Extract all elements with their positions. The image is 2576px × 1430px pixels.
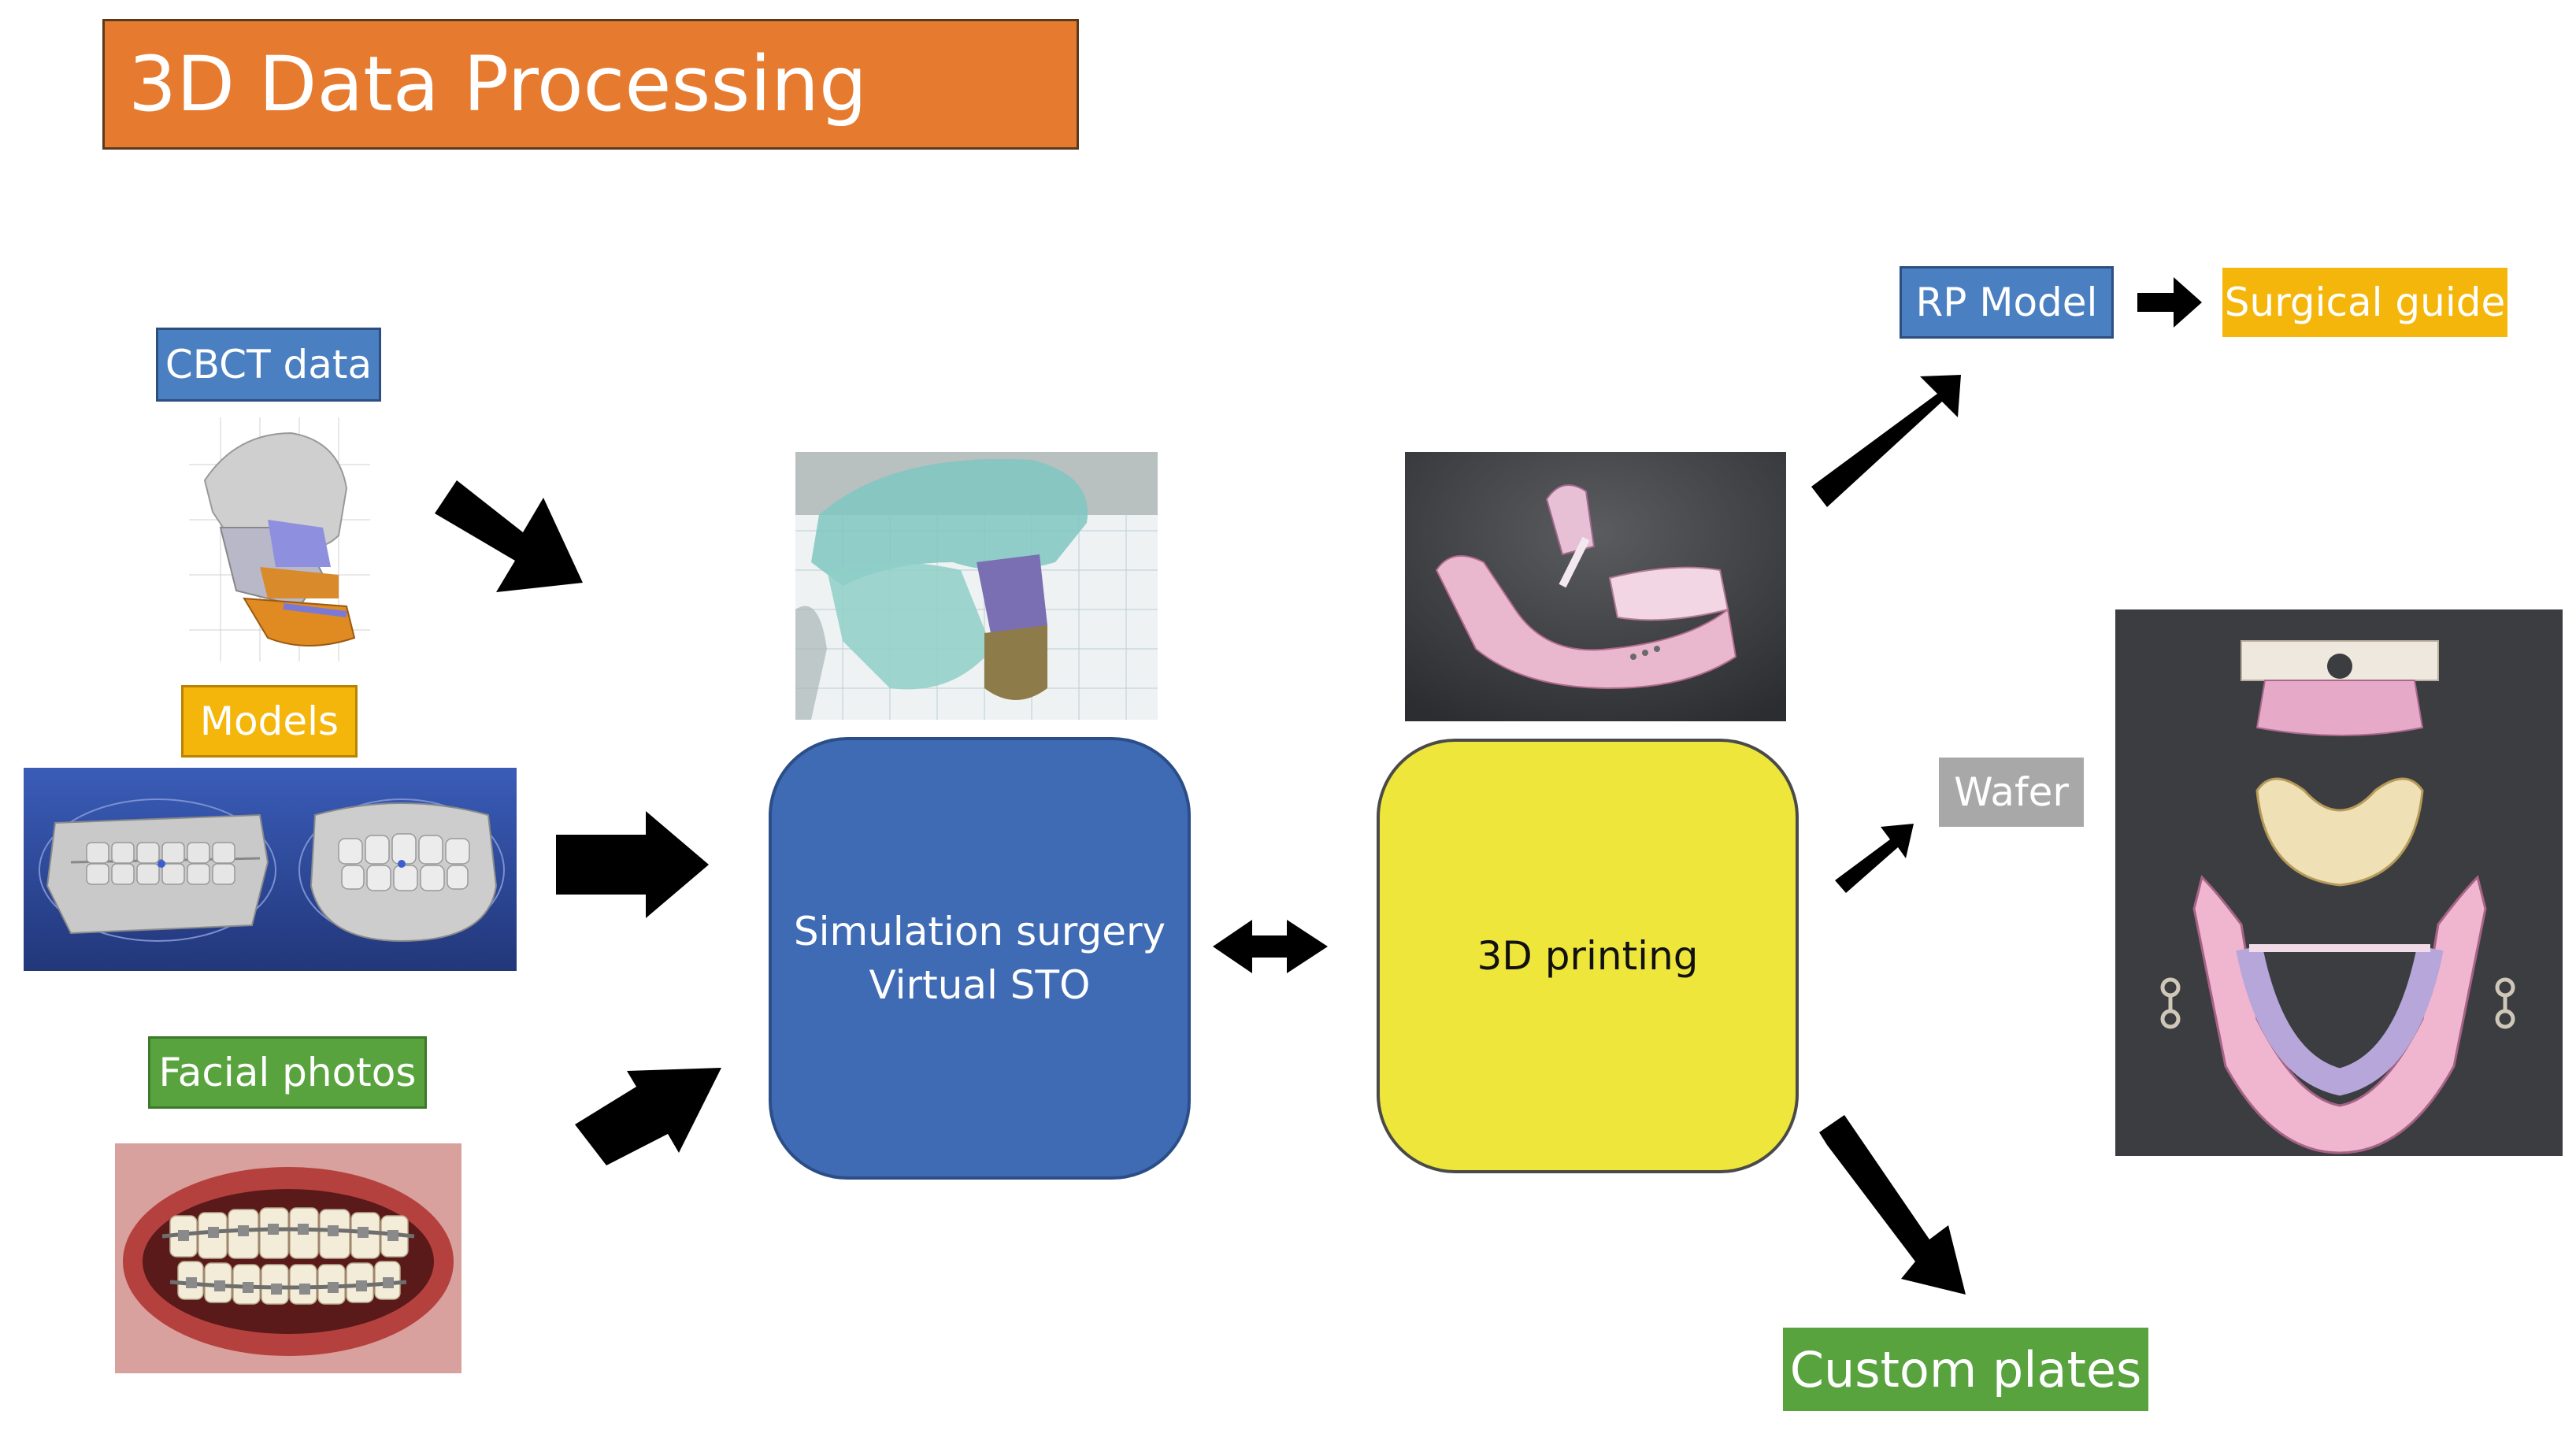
rp-model-label: RP Model xyxy=(1900,266,2114,339)
cbct-data-label: CBCT data xyxy=(156,328,381,402)
arrow-printing-to-rp-model xyxy=(1811,375,1961,507)
facial-photo-braces-image xyxy=(115,1143,461,1373)
arrow-printing-to-custom-plates xyxy=(1819,1115,1966,1295)
simulation-surgery-box: Simulation surgery Virtual STO xyxy=(769,737,1191,1180)
arrow-models-to-simulation xyxy=(556,811,709,918)
cbct-skull-image xyxy=(189,417,370,661)
simulation-line2: Virtual STO xyxy=(869,962,1091,1008)
page-title: 3D Data Processing xyxy=(102,19,1079,150)
printed-mandible-image xyxy=(1405,452,1786,721)
arrow-facial-to-simulation xyxy=(575,1068,721,1165)
simulation-skull-image xyxy=(795,452,1158,720)
arrow-simulation-printing xyxy=(1213,920,1328,973)
wafer-guide-photo xyxy=(2115,609,2563,1156)
wafer-label: Wafer xyxy=(1939,758,2084,827)
arrow-cbct-to-simulation xyxy=(435,480,583,592)
models-label: Models xyxy=(181,685,358,758)
dental-models-image xyxy=(24,768,517,971)
surgical-guide-label: Surgical guide xyxy=(2222,268,2507,337)
arrow-rp-to-surgical-guide xyxy=(2137,277,2202,328)
simulation-line1: Simulation surgery xyxy=(793,909,1166,954)
arrow-printing-to-wafer xyxy=(1835,824,1914,893)
3d-printing-label: 3D printing xyxy=(1477,933,1699,979)
custom-plates-label: Custom plates xyxy=(1783,1328,2148,1411)
facial-photos-label: Facial photos xyxy=(148,1036,427,1109)
3d-printing-box: 3D printing xyxy=(1377,739,1799,1173)
